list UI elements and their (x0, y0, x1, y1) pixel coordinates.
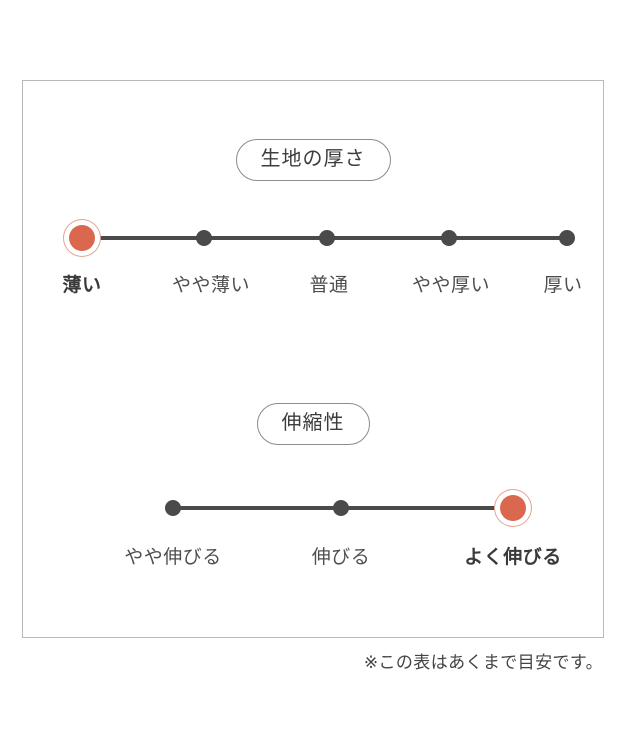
scale-dot-fabric-thickness-4[interactable] (441, 230, 457, 246)
scale-dot-stretchiness-1[interactable] (165, 500, 181, 516)
section-title-stretchiness: 伸縮性 (256, 403, 370, 445)
scale-dot-stretchiness-2[interactable] (333, 500, 349, 516)
scale-label-fabric-thickness-5: 厚い (543, 275, 583, 296)
scale-label-stretchiness-2: 伸びる (311, 547, 371, 568)
scale-label-fabric-thickness-3: 普通 (309, 275, 349, 296)
scale-label-stretchiness-3: よく伸びる (464, 547, 562, 568)
scale-dot-fabric-thickness-5[interactable] (559, 230, 575, 246)
section-title-fabric-thickness: 生地の厚さ (235, 139, 391, 181)
section-title-row-fabric-thickness: 生地の厚さ (23, 139, 603, 181)
scale-fabric-thickness (59, 216, 575, 260)
scale-dot-fabric-thickness-3[interactable] (319, 230, 335, 246)
scale-labels-stretchiness: やや伸びる 伸びる よく伸びる (59, 545, 569, 571)
scale-label-fabric-thickness-2: やや薄い (171, 275, 251, 296)
section-title-row-stretchiness: 伸縮性 (23, 403, 603, 445)
scale-label-fabric-thickness-4: やや厚い (411, 275, 491, 296)
scale-dot-fabric-thickness-1[interactable] (69, 225, 95, 251)
footnote: ※この表はあくまで目安です。 (363, 653, 603, 672)
scale-label-fabric-thickness-1: 薄い (62, 275, 102, 296)
scale-labels-fabric-thickness: 薄い やや薄い 普通 やや厚い 厚い (59, 273, 582, 299)
scale-dot-fabric-thickness-2[interactable] (196, 230, 212, 246)
scale-label-stretchiness-1: やや伸びる (124, 547, 222, 568)
scale-dot-stretchiness-3[interactable] (500, 495, 526, 521)
scale-stretchiness (59, 486, 569, 530)
spec-panel: 生地の厚さ 薄い やや薄い 普通 やや厚い 厚い 伸縮性 やや伸びる 伸びる よ… (22, 80, 604, 638)
